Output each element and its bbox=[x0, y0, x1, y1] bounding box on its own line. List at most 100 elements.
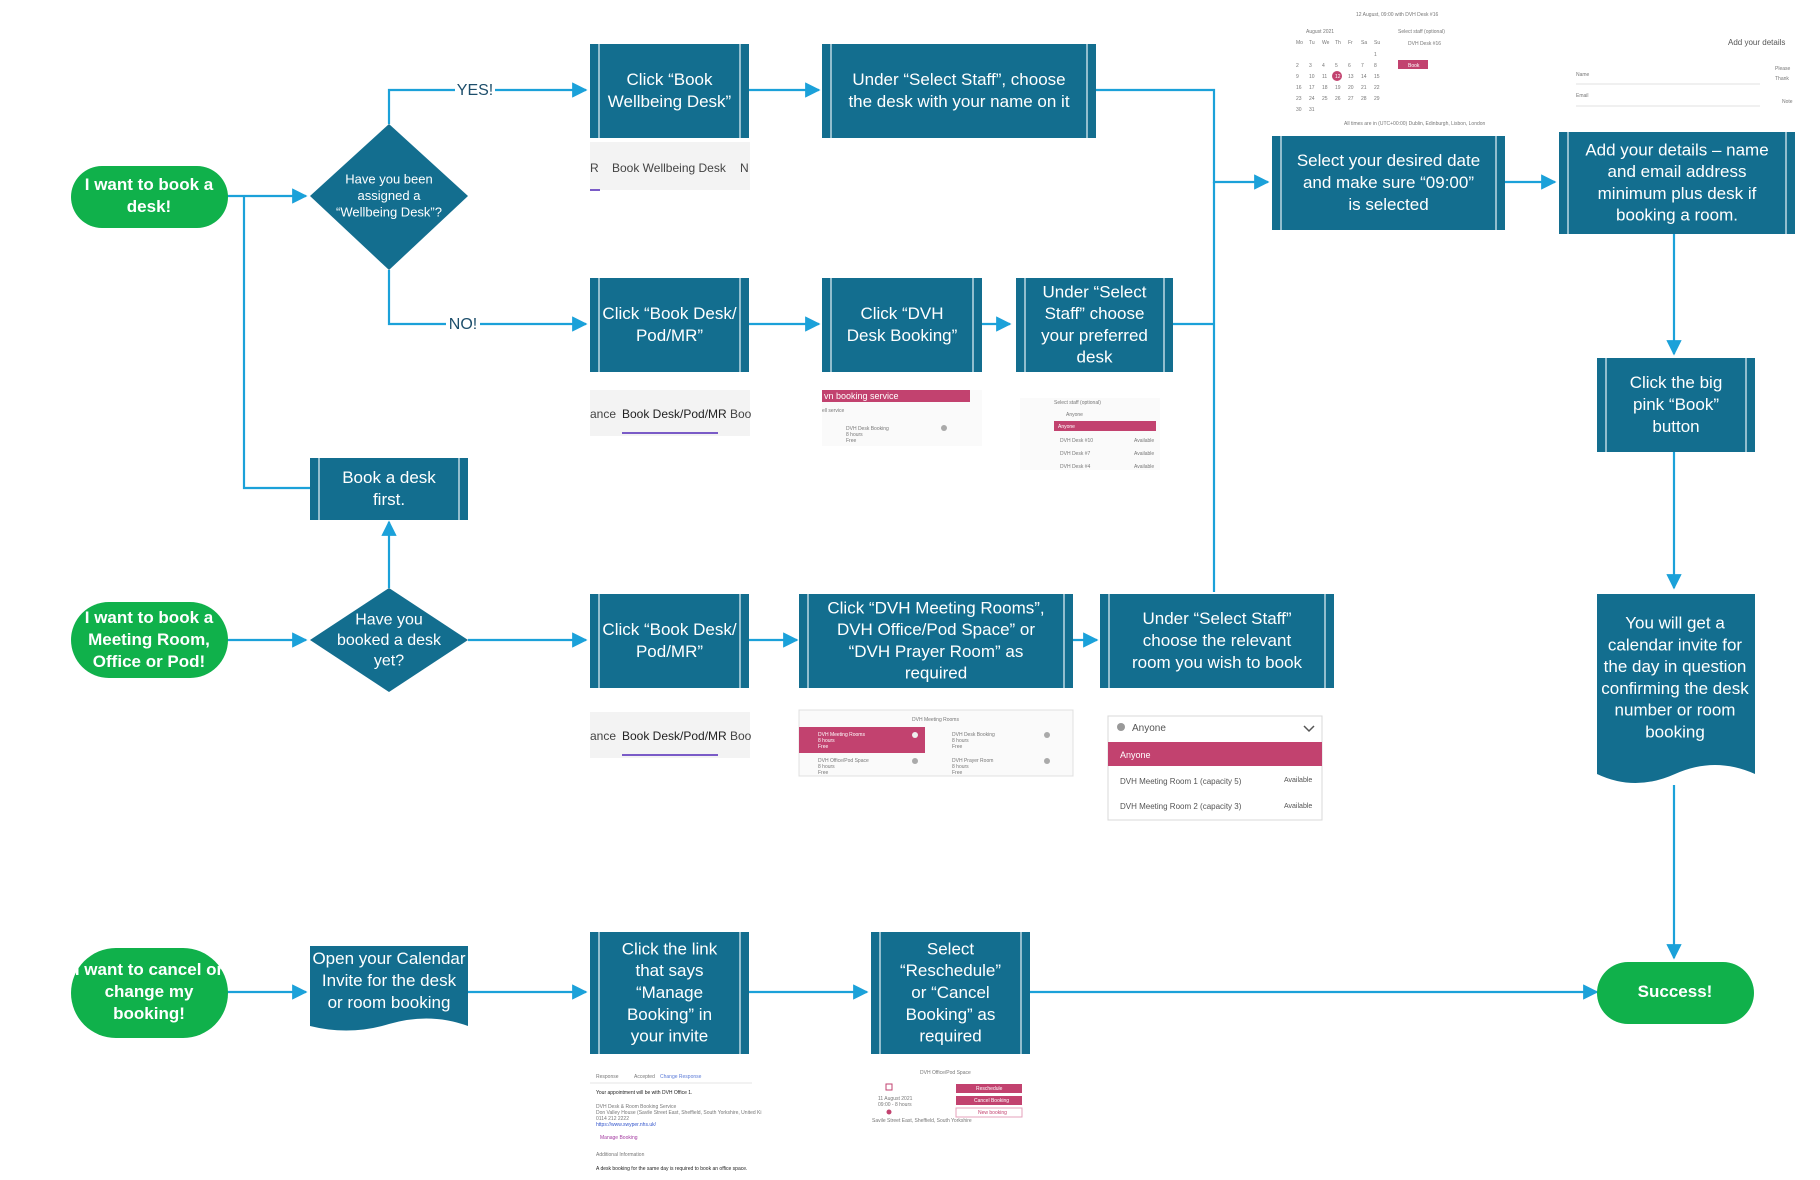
process-click-book bbox=[1597, 358, 1755, 452]
process-click-meeting-rooms bbox=[799, 594, 1073, 688]
svg-text:DVH Office/Pod Space: DVH Office/Pod Space bbox=[818, 758, 869, 764]
svg-text:Note: Note bbox=[1782, 99, 1793, 105]
process-select-reschedule bbox=[871, 932, 1030, 1054]
calendar-weekday: Tu bbox=[1309, 40, 1315, 46]
svg-text:August 2021: August 2021 bbox=[1306, 29, 1334, 35]
svg-text:Additional Information: Additional Information bbox=[596, 1152, 645, 1158]
calendar-day: 11 bbox=[1322, 74, 1327, 80]
calendar-day: 4 bbox=[1322, 63, 1325, 69]
process-select-staff-pref bbox=[1016, 278, 1173, 372]
calendar-day: 23 bbox=[1296, 96, 1302, 102]
process-select-date bbox=[1272, 136, 1505, 230]
svg-text:Response: Response bbox=[596, 1074, 619, 1080]
process-book-desk-first bbox=[310, 458, 468, 520]
calendar-day: 5 bbox=[1335, 63, 1338, 69]
svg-text:Cancel Booking: Cancel Booking bbox=[974, 1098, 1009, 1104]
svg-text:DVH Desk #7: DVH Desk #7 bbox=[1060, 451, 1091, 457]
svg-text:Book Wellbeing Desk: Book Wellbeing Desk bbox=[612, 161, 727, 175]
terminal-success bbox=[1597, 962, 1754, 1024]
screenshot-reschedule: DVH Office/Pod Space 11 August 2021 09:0… bbox=[872, 1070, 1023, 1124]
svg-text:Boo: Boo bbox=[730, 407, 752, 421]
svg-text:Free: Free bbox=[952, 770, 963, 776]
svg-text:Thank: Thank bbox=[1775, 76, 1789, 82]
svg-text:New booking: New booking bbox=[978, 1110, 1007, 1116]
svg-text:Don Valley House (Savile Stree: Don Valley House (Savile Street East, Sh… bbox=[596, 1110, 761, 1116]
svg-text:Select staff (optional): Select staff (optional) bbox=[1054, 400, 1101, 406]
svg-text:DVH Meeting Rooms: DVH Meeting Rooms bbox=[818, 732, 865, 738]
svg-text:Anyone: Anyone bbox=[1066, 412, 1083, 418]
screenshot-tabs-wellbeing: R Book Wellbeing Desk N bbox=[590, 142, 750, 191]
svg-text:Accepted: Accepted bbox=[634, 1074, 655, 1080]
screenshot-calendar: 12 August, 09:00 with DVH Desk #16 Augus… bbox=[1296, 12, 1486, 127]
calendar-day: 26 bbox=[1335, 96, 1341, 102]
calendar-day: 18 bbox=[1322, 85, 1328, 91]
calendar-day: 30 bbox=[1296, 107, 1302, 113]
svg-text:DVH Prayer Room: DVH Prayer Room bbox=[952, 758, 993, 764]
svg-text:ance: ance bbox=[590, 407, 616, 421]
svg-text:Book: Book bbox=[1408, 63, 1420, 69]
svg-text:8 hours: 8 hours bbox=[818, 764, 835, 770]
calendar-day: 16 bbox=[1296, 85, 1302, 91]
calendar-day: 27 bbox=[1348, 96, 1354, 102]
calendar-day: 22 bbox=[1374, 85, 1380, 91]
calendar-day: 13 bbox=[1348, 74, 1354, 80]
svg-text:Book Desk/Pod/MR: Book Desk/Pod/MR bbox=[622, 407, 727, 421]
terminal-start-book-desk bbox=[71, 166, 228, 228]
svg-text:DVH Meeting Rooms: DVH Meeting Rooms bbox=[912, 717, 959, 723]
document-open-calendar bbox=[310, 946, 468, 1031]
calendar-day: 9 bbox=[1296, 74, 1299, 80]
calendar-day: 19 bbox=[1335, 85, 1341, 91]
svg-text:DVH Desk #10: DVH Desk #10 bbox=[1060, 438, 1093, 444]
node-label: Click “Book Desk/Pod/MR” bbox=[602, 621, 736, 662]
svg-text:DVH Office/Pod Space: DVH Office/Pod Space bbox=[920, 1070, 971, 1076]
svg-text:Reschedule: Reschedule bbox=[976, 1086, 1003, 1092]
svg-text:Available: Available bbox=[1134, 438, 1154, 444]
svg-text:8 hours: 8 hours bbox=[952, 764, 969, 770]
calendar-day: 24 bbox=[1309, 96, 1315, 102]
screenshot-staff-desks: Select staff (optional) Anyone Anyone DV… bbox=[1020, 398, 1160, 470]
svg-text:A desk booking for the same da: A desk booking for the same day is requi… bbox=[596, 1166, 747, 1172]
svg-text:DVH Desk #4: DVH Desk #4 bbox=[1060, 464, 1091, 470]
svg-text:DVH Desk Booking: DVH Desk Booking bbox=[846, 426, 889, 432]
svg-text:R: R bbox=[590, 161, 599, 175]
svg-text:Available: Available bbox=[1284, 803, 1312, 810]
svg-text:Available: Available bbox=[1134, 464, 1154, 470]
svg-text:Manage Booking: Manage Booking bbox=[600, 1135, 638, 1141]
process-select-staff-room bbox=[1100, 594, 1334, 688]
edge-no bbox=[387, 270, 588, 332]
edge-first-to-start bbox=[242, 196, 310, 490]
calendar-day: 21 bbox=[1361, 85, 1367, 91]
process-click-dvh-desk bbox=[822, 278, 982, 372]
svg-text:12 August, 09:00 with DVH Desk: 12 August, 09:00 with DVH Desk #16 bbox=[1356, 12, 1438, 18]
edge-name-to-date bbox=[1096, 88, 1270, 190]
calendar-day: 10 bbox=[1309, 74, 1315, 80]
edge-label-yes: YES! bbox=[457, 82, 493, 99]
terminal-start-meeting bbox=[71, 602, 228, 678]
calendar-day: 25 bbox=[1322, 96, 1328, 102]
calendar-day: 14 bbox=[1361, 74, 1367, 80]
calendar-day: 15 bbox=[1374, 74, 1380, 80]
svg-text:ell service: ell service bbox=[822, 408, 844, 414]
calendar-day: 7 bbox=[1361, 63, 1364, 69]
svg-text:Change Response: Change Response bbox=[660, 1074, 702, 1080]
calendar-weekday: Su bbox=[1374, 40, 1380, 46]
calendar-weekday: Mo bbox=[1296, 40, 1303, 46]
node-label: Click “Book Desk/Pod/MR” bbox=[602, 305, 736, 346]
svg-text:DVH Meeting Room 2 (capacity 3: DVH Meeting Room 2 (capacity 3) bbox=[1120, 802, 1242, 811]
process-click-wellbeing bbox=[590, 44, 749, 138]
svg-text:ance: ance bbox=[590, 729, 616, 743]
svg-text:Name: Name bbox=[1576, 72, 1590, 78]
svg-text:Book Desk/Pod/MR: Book Desk/Pod/MR bbox=[622, 729, 727, 743]
calendar-selected-day bbox=[1332, 71, 1342, 81]
